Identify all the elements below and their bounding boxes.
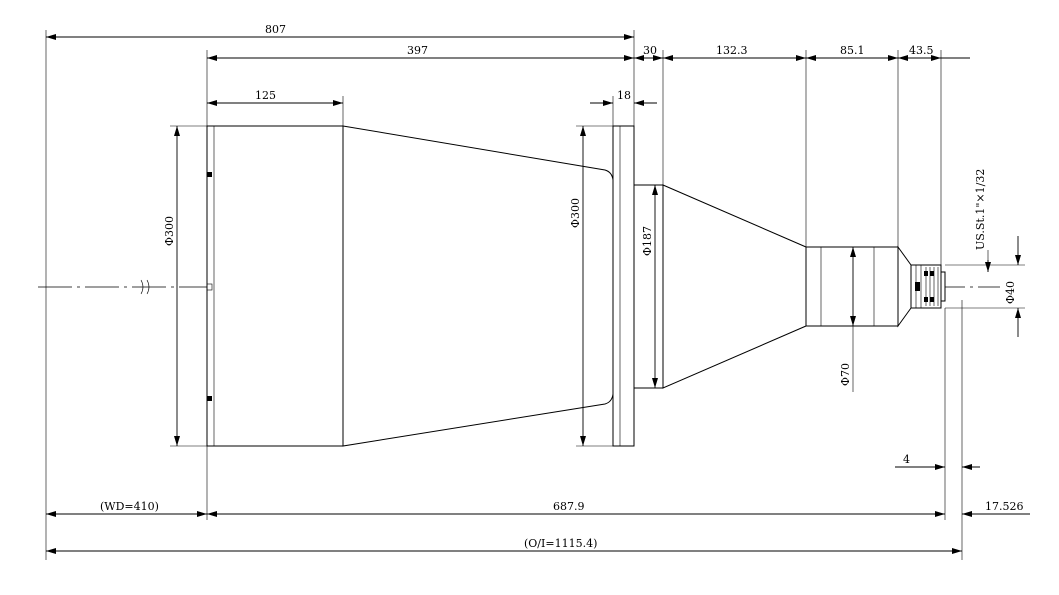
c-mount-threads [910,264,946,309]
dim-rear-taper-length: 132.3 [716,44,748,57]
dim-mount-length: 43.5 [909,44,934,57]
dim-rear-barrel-length: 85.1 [840,44,865,57]
dim-flange-diameter: Φ300 [569,198,582,228]
rear-taper [662,184,807,389]
dimension-lines [46,34,1030,554]
dim-optical-length: 687.9 [553,500,585,513]
front-cone [342,125,614,447]
front-marker-bottom [207,396,212,401]
dim-flange-offset: 30 [643,44,657,57]
dim-front-diameter: Φ300 [163,216,176,246]
dim-lens-length: 397 [407,44,428,57]
dim-object-to-image: (O/I=1115.4) [524,537,597,550]
dim-rear-taper-diameter: Φ187 [641,226,654,256]
rear-barrel [805,246,899,327]
dim-front-barrel-length: 125 [255,89,276,102]
dim-back-focal: 17.526 [985,500,1024,513]
dim-mount-diameter: Φ40 [1004,281,1017,304]
dim-working-distance: (WD=410) [100,500,159,513]
front-marker-mid [206,283,213,291]
dim-flange-thickness: 18 [617,89,631,102]
rear-collar [633,184,664,389]
front-barrel [206,125,344,447]
flange [612,125,635,447]
mount-taper [897,245,912,328]
front-marker-top [207,172,212,177]
dim-mount-step: 4 [903,453,910,466]
dim-thread-spec: US.St.1"×1/32 [974,169,987,250]
break-symbol [140,279,150,295]
dim-barrel-diameter: Φ70 [839,363,852,386]
dimension-labels: 807 397 30 132.3 85.1 43.5 125 18 Φ300 Φ… [100,23,1024,550]
lens-body [206,125,946,447]
dim-overall-length: 807 [265,23,286,36]
